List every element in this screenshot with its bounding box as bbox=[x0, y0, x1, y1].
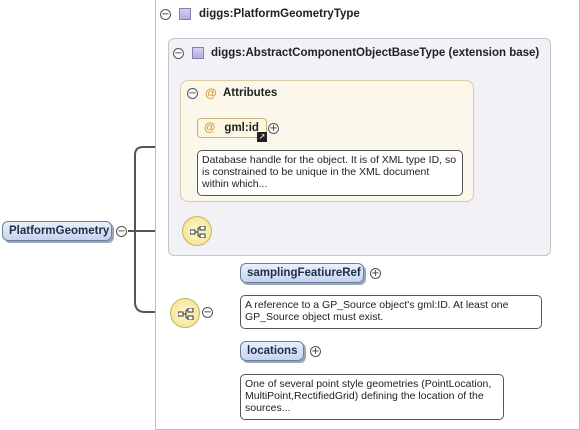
attribute-expand-toggle[interactable]: + bbox=[268, 123, 279, 134]
root-element-platformgeometry[interactable]: PlatformGeometry bbox=[2, 221, 112, 241]
type-collapse-toggle[interactable]: − bbox=[160, 9, 171, 20]
element-expand-toggle[interactable]: + bbox=[310, 346, 321, 357]
sequence-glyph-icon bbox=[190, 226, 206, 238]
element-expand-toggle[interactable]: + bbox=[370, 268, 381, 279]
attributes-label: Attributes bbox=[223, 87, 278, 99]
element-samplingfeatiureref[interactable]: samplingFeatiureRef bbox=[240, 263, 364, 283]
element-label: samplingFeatiureRef bbox=[247, 267, 361, 279]
attribute-gml-id[interactable]: @ gml:id bbox=[197, 118, 267, 138]
element-note: A reference to a GP_Source object's gml:… bbox=[240, 295, 542, 329]
attribute-name: gml:id bbox=[224, 122, 259, 134]
reference-arrow-icon: ↗ bbox=[257, 132, 267, 142]
element-locations[interactable]: locations bbox=[240, 341, 304, 361]
attribute-at-icon: @ bbox=[204, 122, 216, 134]
complex-type-icon bbox=[192, 47, 204, 59]
element-label: locations bbox=[247, 345, 298, 357]
attribute-note: Database handle for the object. It is of… bbox=[197, 150, 463, 196]
attributes-collapse-toggle[interactable]: − bbox=[187, 88, 198, 99]
complex-type-icon bbox=[179, 8, 191, 20]
element-note: One of several point style geometries (P… bbox=[240, 374, 504, 420]
type-title: diggs:PlatformGeometryType bbox=[199, 8, 360, 20]
sequence-collapse-toggle[interactable]: − bbox=[202, 307, 213, 318]
sequence-compositor-icon[interactable] bbox=[170, 298, 200, 328]
base-type-title: diggs:AbstractComponentObjectBaseType (e… bbox=[211, 47, 540, 59]
sequence-compositor-icon[interactable] bbox=[182, 216, 212, 246]
root-collapse-toggle[interactable]: − bbox=[116, 226, 127, 237]
sequence-glyph-icon bbox=[178, 308, 194, 320]
base-collapse-toggle[interactable]: − bbox=[173, 48, 184, 59]
attribute-at-icon: @ bbox=[205, 86, 217, 100]
root-element-label: PlatformGeometry bbox=[9, 225, 110, 237]
